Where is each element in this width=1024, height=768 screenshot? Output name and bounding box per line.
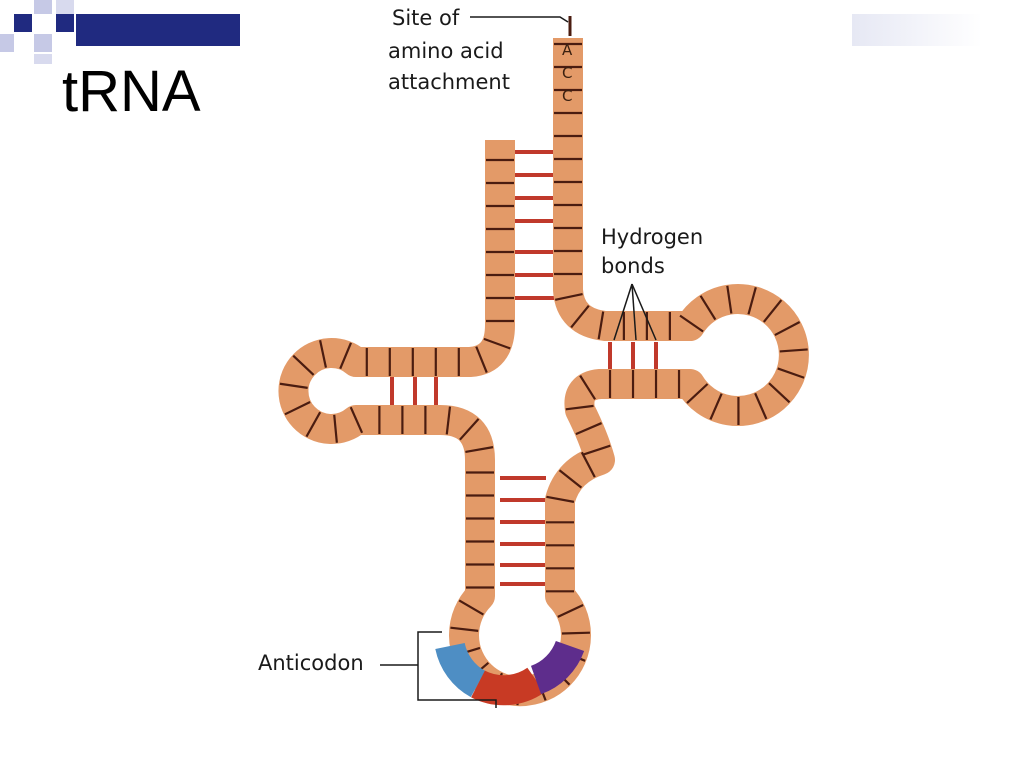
slide-title: tRNA — [62, 59, 201, 124]
anticodon-base-1 — [435, 642, 486, 698]
label-hydrogen-line2: bonds — [601, 254, 665, 278]
nucleotide-tick — [777, 367, 805, 379]
nucleotide-tick — [709, 393, 723, 420]
anticodon-segments — [435, 640, 585, 706]
nucleotide-tick — [279, 382, 308, 389]
leader-lines — [380, 16, 657, 708]
nucleotide-tick — [747, 287, 757, 315]
anticodon-base-2 — [471, 667, 545, 706]
nucleotide-tick — [319, 340, 328, 368]
nucleotide-tick — [686, 383, 709, 404]
nucleotide-tick — [679, 314, 704, 333]
deco-square-light — [34, 0, 52, 14]
anticodon-base-3 — [530, 640, 585, 695]
nucleotide-tick — [465, 446, 494, 454]
hydrogen-leader-3 — [631, 283, 657, 341]
nucleotide-tick — [597, 311, 605, 340]
label-hydrogen-line1: Hydrogen — [601, 225, 703, 249]
site-leader — [470, 16, 569, 23]
nucleotide-tick — [554, 292, 583, 301]
nucleotide-tick — [583, 444, 611, 456]
title-bar — [76, 14, 240, 46]
terminal-base-3: C — [562, 87, 572, 105]
nucleotide-tick — [349, 406, 364, 434]
nucleotide-tick — [546, 495, 575, 503]
nucleotide-tick — [333, 414, 338, 443]
deco-square-light — [0, 34, 14, 52]
deco-square-dark — [56, 14, 74, 32]
label-site-line3: attachment — [388, 70, 510, 94]
nucleotide-tick — [561, 631, 590, 635]
deco-square-light — [56, 0, 74, 14]
deco-square-dark — [14, 14, 32, 32]
nucleotide-tick — [458, 599, 484, 616]
nucleotide-tick — [570, 304, 590, 329]
nucleotide-tick — [768, 382, 791, 404]
nucleotide-tick — [305, 411, 322, 438]
nucleotide-tick — [483, 337, 511, 350]
nucleotide-tick — [774, 321, 801, 337]
nucleotide-tick — [557, 603, 584, 618]
nucleotide-tick — [726, 285, 733, 314]
nucleotide-tick — [565, 404, 594, 411]
hydrogen-bond-rungs — [390, 150, 658, 586]
nucleotide-tick — [575, 422, 603, 436]
nucleotide-tick — [450, 626, 479, 632]
nucleotide-tick — [445, 406, 452, 435]
nucleotide-tick — [580, 451, 596, 478]
label-anticodon: Anticodon — [258, 651, 364, 675]
terminal-sequence: A C C — [562, 16, 573, 105]
nucleotide-tick — [699, 295, 717, 321]
terminal-base-1: A — [562, 41, 573, 59]
deco-square-light — [34, 54, 52, 64]
nucleotide-tick — [558, 469, 583, 489]
hydrogen-leader-1 — [613, 283, 633, 341]
title-bar-right — [852, 14, 982, 46]
nucleotide-tick — [475, 346, 488, 374]
diagram-labels: Site of amino acid attachment Hydrogen b… — [258, 6, 703, 675]
label-site-line1: Site of — [392, 6, 460, 30]
terminal-base-2: C — [562, 64, 572, 82]
label-site-line2: amino acid — [388, 39, 504, 63]
trna-backbone — [278, 38, 809, 707]
anticodon-bracket — [417, 631, 497, 708]
nucleotide-tick — [459, 418, 480, 441]
nucleotide-tick — [754, 392, 768, 420]
nucleotide-ticks — [279, 42, 808, 706]
nucleotide-tick — [339, 342, 352, 370]
nucleotide-tick — [284, 401, 311, 416]
nucleotide-tick — [579, 375, 597, 400]
nucleotide-tick — [779, 348, 808, 353]
hydrogen-leader-2 — [631, 283, 637, 341]
deco-square-light — [34, 34, 52, 52]
nucleotide-tick — [762, 299, 783, 323]
nucleotide-tick — [292, 354, 315, 376]
